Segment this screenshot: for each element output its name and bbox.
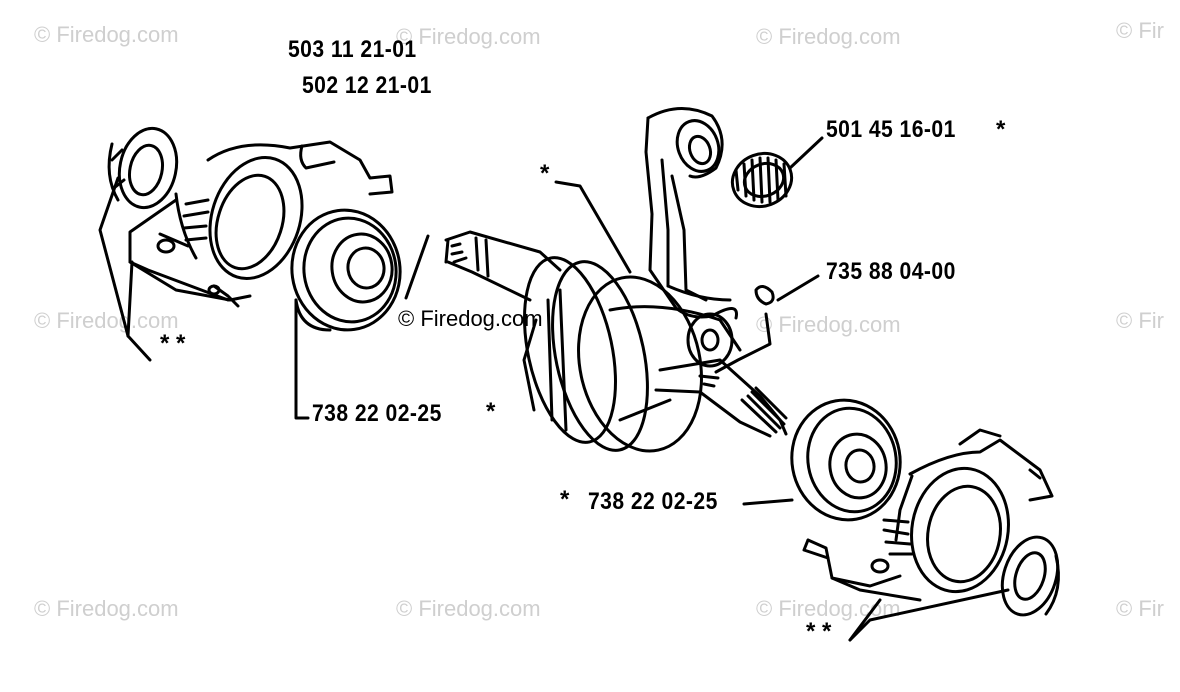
seal-left-mark: * *	[160, 330, 186, 357]
left-crankcase-half	[128, 140, 394, 308]
needle-bearing-mark: *	[996, 116, 1006, 143]
seal-right-mark: * *	[806, 618, 832, 645]
part-number-woodruff-key: 735 88 04-00	[826, 258, 956, 285]
leader-seal-right	[848, 588, 1010, 642]
part-number-bearing-right: 738 22 02-25	[588, 488, 718, 515]
left-oil-seal	[107, 126, 179, 210]
right-crankcase-half	[802, 428, 1054, 602]
leader-seal-left-2	[126, 260, 134, 338]
leader-crank	[554, 180, 632, 274]
watermark: © Firedog.com	[756, 24, 901, 49]
watermark: © Firedog.com	[756, 596, 901, 621]
watermark: © Firedog.com	[396, 596, 541, 621]
bearing-left-mark: *	[486, 398, 496, 425]
part-number-bearing-left: 738 22 02-25	[312, 400, 442, 427]
watermark: © Firedog.com	[34, 308, 179, 333]
bearing-right-mark: *	[560, 486, 570, 513]
watermark: © Fir	[1116, 18, 1164, 43]
needle-bearing	[730, 136, 824, 208]
watermark: © Firedog.com	[34, 596, 179, 621]
watermark-center: © Firedog.com	[398, 306, 543, 331]
right-ball-bearing	[790, 398, 902, 522]
connecting-rod	[644, 106, 738, 320]
watermark: © Firedog.com	[396, 24, 541, 49]
watermark: © Fir	[1116, 596, 1164, 621]
leader-seal-left	[98, 176, 152, 362]
crankshaft	[404, 230, 788, 453]
right-oil-seal	[1000, 535, 1060, 617]
part-number-crankshaft-2: 502 12 21-01	[302, 72, 432, 99]
watermark: © Fir	[1116, 308, 1164, 333]
leader-seal-right-2	[848, 598, 882, 642]
crank-mark: *	[540, 160, 550, 187]
watermark: © Firedog.com	[34, 22, 179, 47]
leader-bearing-left	[294, 298, 310, 420]
part-number-crankshaft-1: 503 11 21-01	[288, 36, 417, 63]
woodruff-key	[714, 274, 820, 374]
part-number-needle-bearing: 501 45 16-01	[826, 116, 956, 143]
watermark: © Firedog.com	[756, 312, 901, 337]
leader-bearing-right	[742, 498, 794, 506]
left-ball-bearing	[290, 208, 402, 332]
